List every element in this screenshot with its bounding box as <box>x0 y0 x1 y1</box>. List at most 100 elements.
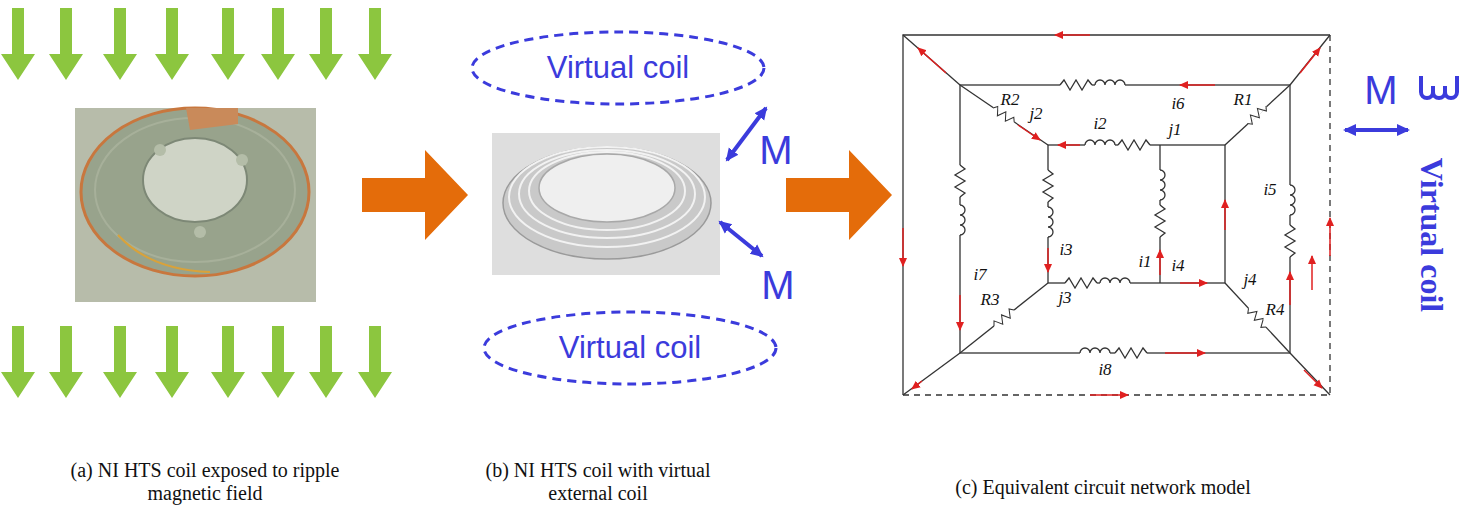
node-label: Virtual coil <box>559 330 701 366</box>
circuit-components-part <box>1115 348 1147 358</box>
circuit-components-part <box>1158 170 1165 200</box>
current-label: i2 <box>1091 114 1108 134</box>
coil-render-part <box>539 154 675 222</box>
field-arrows-bottom-part <box>211 326 245 398</box>
circuit-network-part <box>903 35 960 85</box>
current-label: i5 <box>1261 180 1278 200</box>
current-arrows-part <box>1055 34 1090 36</box>
field-arrows-top <box>1 8 392 80</box>
circuit-network-part <box>960 85 1048 145</box>
resistor-label: R2 <box>999 90 1022 110</box>
coil-photo-part <box>236 154 248 166</box>
circuit-network-part <box>960 283 1048 353</box>
field-arrows-top-part <box>261 8 295 80</box>
circuit-network <box>903 35 1330 395</box>
circuit-components-part <box>992 307 1017 329</box>
circuit-components <box>955 80 1295 358</box>
coil-photo-part <box>186 108 238 130</box>
coil-photo-part <box>194 226 206 238</box>
mutual-arrows-part <box>1345 128 1408 132</box>
circuit-components-part <box>958 205 965 235</box>
coil-photo <box>75 108 316 302</box>
field-arrows-bottom-part <box>49 326 83 398</box>
current-arrows-part <box>1224 200 1226 230</box>
coil-render <box>492 133 720 275</box>
coil-render-part <box>529 152 685 230</box>
virtual-coil-label: Virtual coil <box>1414 158 1451 312</box>
current-arrows-part <box>1090 394 1128 396</box>
current-arrows-part <box>902 228 904 266</box>
current-arrows-part <box>1058 144 1080 146</box>
field-arrows-top-part <box>1 8 35 80</box>
current-arrows-part <box>912 381 922 389</box>
circuit-components-part <box>1065 278 1097 288</box>
circuit-network-part <box>903 353 960 395</box>
circuit-components-part <box>1046 207 1053 237</box>
virtual-coil-ellipse: Virtual coil <box>470 30 766 106</box>
circuit-components-part <box>1085 140 1115 147</box>
current-arrows <box>903 35 1330 395</box>
process-arrow <box>786 150 892 240</box>
field-arrows-top-part <box>49 8 83 80</box>
current-density-label: j1 <box>1166 120 1183 140</box>
field-arrows-bottom-part <box>309 326 343 398</box>
circuit-components-part <box>1100 278 1130 285</box>
mutual-arrows-part <box>720 222 762 256</box>
circuit-components-part <box>1285 225 1295 257</box>
current-label: i8 <box>1096 360 1113 380</box>
circuit-components-part <box>1155 205 1165 237</box>
panel-caption: (c) Equivalent circuit network model <box>955 476 1250 499</box>
dashed-ellipse <box>484 312 776 384</box>
current-arrows-part <box>1329 218 1331 256</box>
virtual-coil-ellipse: Virtual coil <box>482 310 778 386</box>
current-label: i1 <box>1136 252 1153 272</box>
field-arrows-bottom-part <box>155 326 189 398</box>
panel-caption: (a) NI HTS coil exposed to ripple magnet… <box>70 459 340 505</box>
mutual-inductance-label: M <box>759 127 792 173</box>
current-label: i7 <box>971 265 988 285</box>
inductor-symbol <box>1421 76 1457 98</box>
coil-photo-part <box>75 108 316 302</box>
coil-photo-part <box>95 118 295 262</box>
mutual-inductance-label: M <box>761 262 794 308</box>
current-arrows-part <box>918 48 946 73</box>
current-label: i4 <box>1169 256 1186 276</box>
current-arrows-part <box>1047 248 1049 272</box>
node-label: Virtual coil <box>547 50 689 86</box>
current-label: i3 <box>1057 240 1074 260</box>
current-density-label: j3 <box>1056 288 1073 308</box>
circuit-components-part <box>1288 185 1295 215</box>
current-density-label: j2 <box>1027 104 1044 124</box>
field-arrows-bottom-part <box>1 326 35 398</box>
current-arrows-part <box>1018 125 1040 140</box>
circuit-network-part <box>960 85 1290 353</box>
field-arrows-bottom-part <box>358 326 392 398</box>
panel-caption: (b) NI HTS coil with virtual external co… <box>453 459 743 505</box>
dashed-ellipse <box>472 32 764 104</box>
circuit-components-part <box>1080 348 1110 355</box>
current-arrows-part <box>1304 370 1322 388</box>
coil-render-part <box>509 147 705 247</box>
circuit-components-part <box>1118 140 1150 150</box>
field-arrows-top-part <box>309 8 343 80</box>
circuit-network-part <box>1290 353 1330 395</box>
process-arrow <box>362 150 468 240</box>
resistor-label: R3 <box>979 290 1002 310</box>
current-arrows-part <box>1180 282 1207 284</box>
resistor-label: R1 <box>1232 90 1255 110</box>
field-arrows-top-part <box>103 8 137 80</box>
field-arrows-bottom <box>1 326 392 398</box>
circuit-network-part <box>1290 35 1330 85</box>
current-arrows-part <box>1165 352 1205 354</box>
current-arrows-part <box>1311 256 1313 290</box>
current-arrows-part <box>1289 272 1291 305</box>
current-arrows-part <box>959 295 961 330</box>
coil-render-part <box>503 147 711 259</box>
field-arrows-bottom-part <box>261 326 295 398</box>
field-arrows-top-part <box>358 8 392 80</box>
current-density-label: j4 <box>1241 270 1258 290</box>
current-arrows-part <box>1180 84 1215 86</box>
field-arrows-bottom-part <box>103 326 137 398</box>
